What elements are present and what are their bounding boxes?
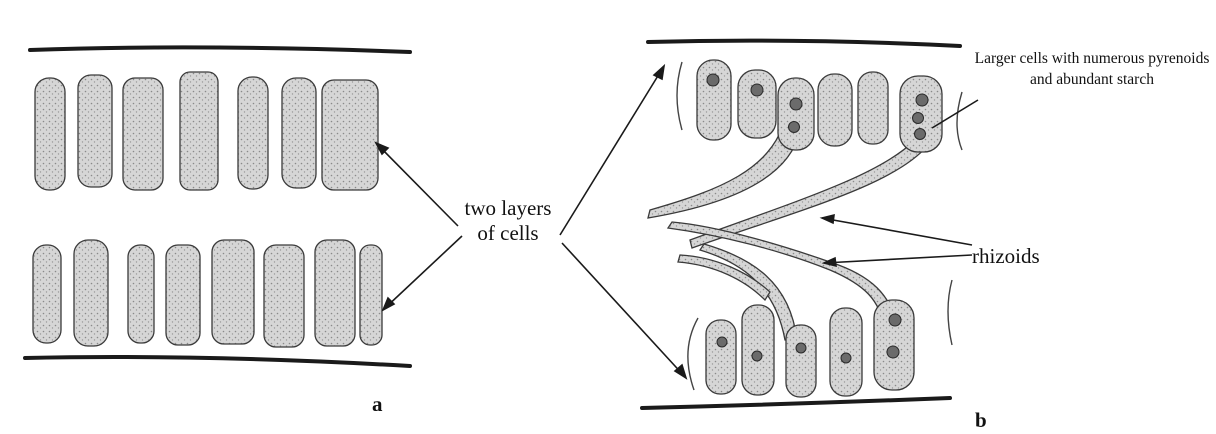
two-layers-label: two layers of cells	[448, 196, 568, 246]
cell	[322, 80, 378, 190]
cell	[858, 72, 888, 144]
cell	[738, 70, 776, 138]
arrowhead	[822, 215, 834, 223]
pyrenoid	[789, 122, 800, 133]
cell	[180, 72, 218, 190]
cell	[264, 245, 304, 347]
pyrenoid	[915, 129, 926, 140]
panel-b-lower-cell-layer	[706, 300, 914, 397]
two-layers-label-line2: of cells	[448, 221, 568, 246]
panel-b-label: b	[975, 408, 987, 433]
cell	[697, 60, 731, 140]
panel-b-top-wall	[648, 41, 960, 46]
panel-a-top-wall	[30, 47, 410, 52]
cell	[874, 300, 914, 390]
wall-bracket	[957, 92, 962, 150]
pyrenoid	[889, 314, 901, 326]
cell	[128, 245, 154, 343]
pyrenoid	[916, 94, 928, 106]
panel-b-upper-cell-layer	[697, 60, 942, 152]
cell	[706, 320, 736, 394]
panel-a-upper-cell-layer	[35, 72, 378, 190]
panel-a-label: a	[372, 392, 383, 417]
cell	[78, 75, 112, 187]
wall-bracket	[677, 62, 682, 130]
pyrenoid	[752, 351, 762, 361]
pyrenoid	[887, 346, 899, 358]
two-layers-label-line1: two layers	[448, 196, 568, 221]
cell	[742, 305, 774, 395]
panel-a-bottom-wall	[25, 357, 410, 366]
pyrenoid	[751, 84, 763, 96]
cell	[360, 245, 382, 345]
wall-bracket	[948, 280, 952, 345]
larger-cells-label: Larger cells with numerous pyrenoids and…	[970, 48, 1214, 90]
panel-a-drawing	[25, 47, 462, 366]
pyrenoid	[790, 98, 802, 110]
cell	[212, 240, 254, 344]
cell	[123, 78, 163, 190]
pointer-line	[562, 243, 686, 378]
cell	[166, 245, 200, 345]
cell	[33, 245, 61, 343]
pointer-line	[824, 255, 972, 263]
cell	[282, 78, 316, 188]
cell	[818, 74, 852, 146]
pointer-line	[376, 143, 458, 226]
panel-b-bottom-wall	[642, 398, 950, 408]
pyrenoid	[796, 343, 806, 353]
panel-b-drawing	[560, 41, 978, 408]
arrowhead	[383, 298, 394, 310]
pyrenoid	[913, 113, 924, 124]
cell	[830, 308, 862, 396]
panel-a-lower-cell-layer	[33, 240, 382, 347]
pointer-line	[822, 218, 972, 245]
pyrenoid	[841, 353, 851, 363]
wall-bracket	[688, 318, 698, 390]
pointer-line	[560, 66, 664, 235]
cell	[315, 240, 355, 346]
arrowhead	[654, 66, 664, 79]
cell	[35, 78, 65, 190]
cell	[74, 240, 108, 346]
pyrenoid	[707, 74, 719, 86]
pointer-line	[383, 236, 462, 310]
cell	[238, 77, 268, 189]
cell	[778, 78, 814, 150]
pyrenoid	[717, 337, 727, 347]
cell	[786, 325, 816, 397]
rhizoids-label: rhizoids	[972, 244, 1040, 269]
